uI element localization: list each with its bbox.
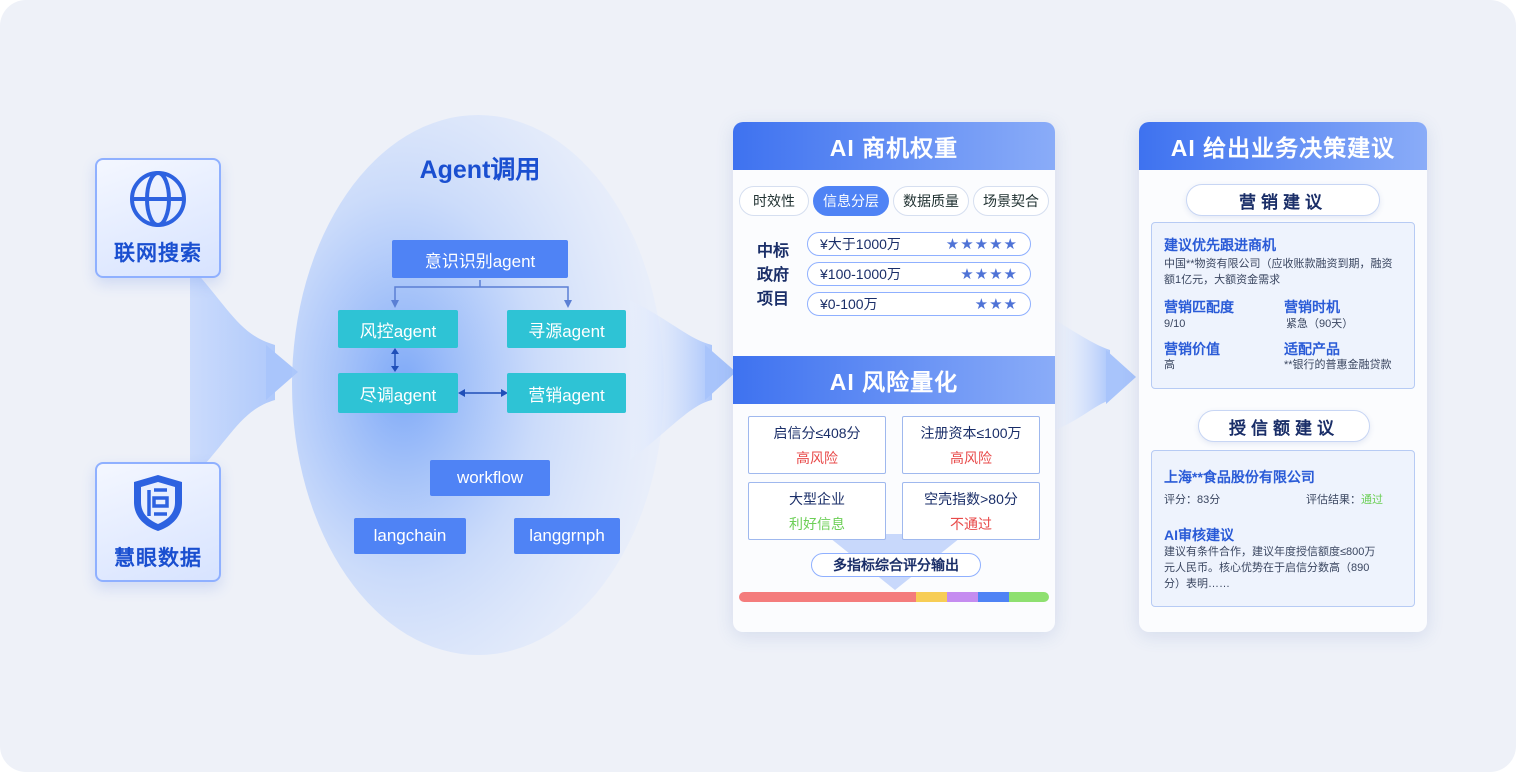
risk-section: AI 风险量化 启信分≤408分 高风险 注册资本≤100万 高风险 大型企业 …	[733, 356, 1055, 632]
timing-label: 营销时机	[1284, 299, 1340, 315]
marketing-title: 建议优先跟进商机	[1164, 237, 1276, 253]
score-bar-segment	[977, 592, 1009, 602]
workflow-tool-box: workflow	[430, 460, 550, 496]
risk-card: 注册资本≤100万 高风险	[902, 416, 1040, 474]
risk-card-label: 空壳指数>80分	[924, 490, 1018, 507]
score-bar-segment	[1008, 592, 1049, 602]
sourcing-agent-box: 寻源agent	[507, 310, 626, 348]
weight-row: ¥100-1000万 ★★★★	[807, 262, 1031, 286]
right-flow-shape	[1055, 320, 1110, 430]
score-bar-segment	[739, 592, 916, 602]
source-label: 慧眼数据	[114, 547, 202, 570]
row-label-bid-gov-project: 中标 政府 项目	[753, 240, 793, 312]
risk-card-result: 利好信息	[789, 515, 845, 532]
risk-card: 空壳指数>80分 不通过	[902, 482, 1040, 540]
row-label-line: 中标	[756, 243, 789, 260]
decision-panel-title: AI 给出业务决策建议	[1139, 122, 1427, 170]
credit-result-label: 评估结果：	[1306, 494, 1361, 506]
credit-suggestion-heading: 授信额建议	[1198, 410, 1370, 442]
row-label-line: 项目	[756, 291, 789, 308]
review-title: AI审核建议	[1164, 527, 1234, 543]
decision-panel: AI 给出业务决策建议 营销建议 建议优先跟进商机 中国**物资有限公司（应收账…	[1139, 122, 1427, 632]
review-text-line: 分）表明……	[1164, 578, 1230, 590]
marketing-description-line: 中国**物资有限公司（应收账款融资到期，融资	[1164, 258, 1393, 270]
risk-card-label: 大型企业	[789, 490, 845, 507]
middle-flow-shape	[630, 300, 712, 460]
right-arrow-head	[1106, 350, 1136, 404]
langgrnph-tool-box: langgrnph	[514, 518, 620, 554]
credit-result: 评估结果：通过	[1306, 492, 1383, 508]
risk-card-label: 注册资本≤100万	[920, 424, 1022, 441]
credit-company: 上海**食品股份有限公司	[1164, 469, 1315, 485]
star-rating: ★★★★★	[945, 236, 1018, 253]
credit-result-value: 通过	[1361, 494, 1383, 506]
weight-range: ¥大于1000万	[820, 236, 901, 252]
product-value: **银行的普惠金融贷款	[1284, 359, 1392, 371]
review-text-line: 元人民币。核心优势在于启信分数高（890	[1164, 562, 1370, 574]
timing-value: 紧急（90天）	[1286, 318, 1354, 330]
risk-card-result: 高风险	[796, 449, 838, 466]
agent-title: Agent调用	[419, 156, 541, 184]
value-label: 营销价值	[1164, 341, 1220, 357]
due-diligence-agent-box: 尽调agent	[338, 373, 458, 413]
match-value: 9/10	[1164, 318, 1186, 330]
value-value: 高	[1164, 359, 1175, 371]
score-bar-segment	[915, 592, 947, 602]
risk-card-label: 启信分≤408分	[773, 424, 861, 441]
risk-card-result: 高风险	[950, 449, 992, 466]
credit-suggestion-box: 上海**食品股份有限公司 评分：83分 评估结果：通过 AI审核建议 建议有条件…	[1151, 450, 1415, 607]
credit-score: 评分：83分	[1164, 494, 1221, 506]
score-bar	[739, 592, 1049, 602]
weight-range: ¥100-1000万	[820, 266, 901, 282]
marketing-description-line: 额1亿元，大额资金需求	[1164, 274, 1281, 286]
tab-data-quality[interactable]: 数据质量	[893, 186, 969, 216]
weight-range: ¥0-100万	[820, 296, 878, 312]
tab-scenario-fit[interactable]: 场景契合	[973, 186, 1049, 216]
tab-info-layering[interactable]: 信息分层	[813, 186, 889, 216]
marketing-description: 中国**物资有限公司（应收账款融资到期，融资 额1亿元，大额资金需求	[1164, 256, 1410, 288]
product-label: 适配产品	[1284, 341, 1340, 357]
left-funnel-shape	[190, 265, 275, 480]
match-label: 营销匹配度	[1164, 299, 1234, 315]
globe-icon	[130, 171, 186, 227]
risk-card-result: 不通过	[950, 515, 992, 532]
marketing-agent-box: 营销agent	[507, 373, 626, 413]
source-card-huiyan-data: 慧眼数据	[95, 462, 221, 582]
weight-panel-title: AI 商机权重	[733, 122, 1055, 170]
risk-agent-box: 风控agent	[338, 310, 458, 348]
intent-connector	[394, 280, 569, 302]
langchain-tool-box: langchain	[354, 518, 466, 554]
star-rating: ★★★★	[960, 266, 1018, 283]
source-label: 联网搜索	[114, 242, 202, 265]
risk-panel-title: AI 风险量化	[733, 356, 1055, 404]
composite-score-label: 多指标综合评分输出	[811, 553, 981, 577]
weight-row: ¥大于1000万 ★★★★★	[807, 232, 1031, 256]
risk-card: 启信分≤408分 高风险	[748, 416, 886, 474]
review-text: 建议有条件合作，建议年度授信额度≤800万 元人民币。核心优势在于启信分数高（8…	[1164, 544, 1412, 592]
weight-row: ¥0-100万 ★★★	[807, 292, 1031, 316]
tab-timeliness[interactable]: 时效性	[739, 186, 809, 216]
marketing-suggestion-box: 建议优先跟进商机 中国**物资有限公司（应收账款融资到期，融资 额1亿元，大额资…	[1151, 222, 1415, 389]
left-arrow-head	[266, 345, 298, 400]
marketing-suggestion-heading: 营销建议	[1186, 184, 1380, 216]
middle-arrow-head	[705, 345, 736, 400]
star-rating: ★★★	[974, 296, 1018, 313]
risk-card: 大型企业 利好信息	[748, 482, 886, 540]
review-text-line: 建议有条件合作，建议年度授信额度≤800万	[1164, 546, 1376, 558]
source-card-web-search: 联网搜索	[95, 158, 221, 278]
intent-agent-box: 意识识别agent	[392, 240, 568, 278]
row-label-line: 政府	[756, 267, 789, 284]
shield-icon	[134, 475, 182, 531]
ai-panel-middle: AI 商机权重 时效性 信息分层 数据质量 场景契合 中标 政府 项目 ¥大于1…	[733, 122, 1055, 632]
score-bar-segment	[946, 592, 978, 602]
